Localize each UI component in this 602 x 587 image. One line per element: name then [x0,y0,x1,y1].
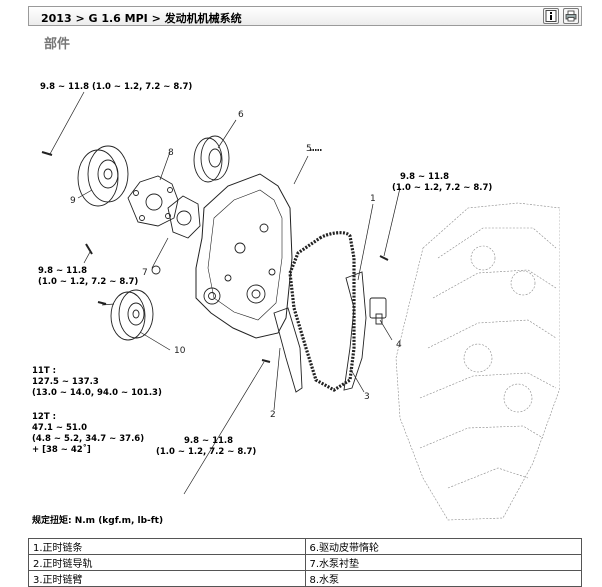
table-row: 3.正时链臂 8.水泵 [28,570,582,587]
torque-callout: 9.8 ~ 11.8 [184,436,234,446]
part-number: 10 [174,346,186,356]
components-figure: 9.8 ~ 11.8 (1.0 ~ 1.2, 7.2 ~ 8.7) 9.8 ~ … [28,58,560,534]
torque-callout: + [38 ~ 42˚] [32,445,91,455]
water-pump-pulley [77,145,129,207]
drive-belt-idler [193,135,230,183]
part-number: 8 [168,148,174,158]
engine-block-outline [395,202,560,521]
part-number: 1 [370,194,376,204]
timing-chain [288,231,356,392]
torque-callout: 11T : [32,366,56,376]
bolt [261,359,271,363]
header-bar: 2013 > G 1.6 MPI > 发动机机械系统 [28,6,582,26]
torque-callout: 47.1 ~ 51.0 [32,423,87,433]
breadcrumb: 2013 > G 1.6 MPI > 发动机机械系统 [41,12,242,25]
torque-callout: 9.8 ~ 11.8 [400,172,450,182]
info-button[interactable] [543,8,559,24]
torque-callout: 9.8 ~ 11.8 [38,266,88,276]
part-number: 3 [364,392,370,402]
part-number: 6 [238,110,244,120]
torque-callout: (4.8 ~ 5.2, 34.7 ~ 37.6) [32,434,145,444]
torque-unit-note: 规定扭矩: N.m (kgf.m, lb-ft) [32,516,164,526]
print-button[interactable] [563,8,579,24]
part-number: 4 [396,340,402,350]
torque-callout: (1.0 ~ 1.2, 7.2 ~ 8.7) [156,447,257,457]
printer-icon [565,10,577,22]
leader-lines [49,91,401,495]
legend-cell: 2.正时链导轨 [28,554,306,571]
engine-diagram [41,91,560,521]
chain-guide [273,307,303,393]
parts-legend: 1.正时链条 6.驱动皮带惰轮 2.正时链导轨 7.水泵衬垫 3.正时链臂 8.… [28,538,582,587]
legend-cell: 3.正时链臂 [28,570,306,587]
part-number: 2 [270,410,276,420]
bolt [97,301,107,305]
torque-callout: 12T : [32,412,56,422]
table-row: 1.正时链条 6.驱动皮带惰轮 [28,538,582,555]
bolt [379,255,389,261]
torque-callout: 9.8 ~ 11.8 (1.0 ~ 1.2, 7.2 ~ 8.7) [40,82,193,92]
table-row: 2.正时链导轨 7.水泵衬垫 [28,554,582,571]
legend-cell: 1.正时链条 [28,538,306,555]
torque-callout: (1.0 ~ 1.2, 7.2 ~ 8.7) [38,277,139,287]
bolt [41,151,53,156]
chain-tensioner [369,297,387,325]
water-pump-gasket [167,195,201,239]
tensioner-arm [343,271,367,391]
torque-callout: 127.5 ~ 137.3 [32,377,99,387]
part-number: 5 [306,144,312,154]
o-ring [151,265,161,275]
section-title: 部件 [44,37,71,52]
legend-cell: 8.水泵 [304,570,582,587]
legend-cell: 7.水泵衬垫 [304,554,582,571]
legend-cell: 6.驱动皮带惰轮 [304,538,582,555]
bolt [85,243,93,255]
part-number: 7 [142,268,148,278]
info-icon [545,10,557,22]
timing-cover [195,173,293,339]
torque-callout: (1.0 ~ 1.2, 7.2 ~ 8.7) [392,183,493,193]
crankshaft-pulley [110,289,154,341]
torque-callout: (13.0 ~ 14.0, 94.0 ~ 101.3) [32,388,162,398]
part-number: 9 [70,196,76,206]
